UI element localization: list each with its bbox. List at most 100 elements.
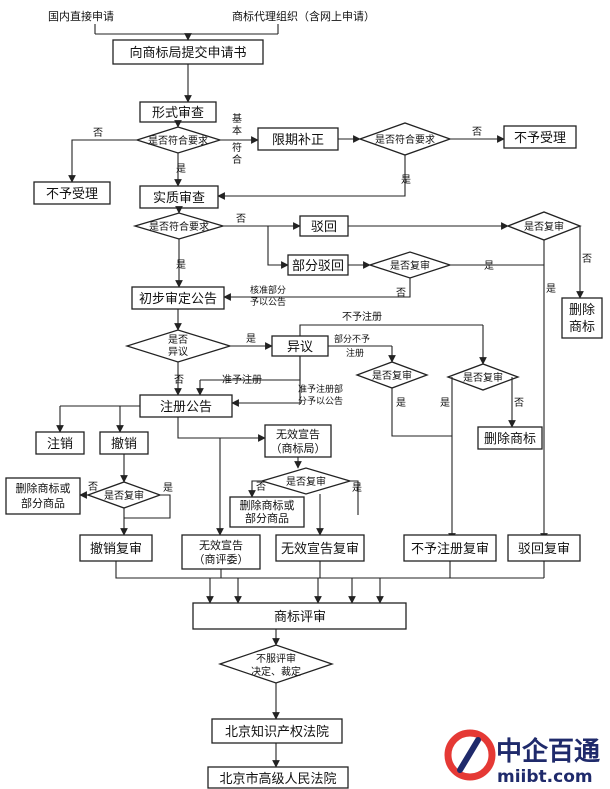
delete-partial-mid-line2: 部分商品 [245,511,289,525]
review-question-opp-a-diamond [355,361,429,389]
meets2-yes-label: 是 [401,174,411,186]
opp-b-no-label: 否 [514,397,524,409]
edge-reg-to-revoke [116,405,140,433]
basic-meet-char-3: 符 [232,141,242,154]
partial-review-no-label: 否 [396,287,406,299]
dissatisfy-decision-line2: 决定、裁定 [251,665,301,678]
delete-partial-left-box [5,477,81,515]
reject-review-text: 驳回复审 [518,542,570,557]
reject-review-yes-label: 是 [546,283,556,295]
delete-trademark-right-line1: 删除 [569,303,595,318]
dissatisfy-decision-diamond [217,644,335,684]
delete-trademark-right-line2: 商标 [569,320,595,335]
formal-review-text: 形式审查 [152,106,204,121]
edge-to-partial-reject [267,226,289,269]
revoke-review-yes-label: 是 [163,482,173,494]
edge-revoke-review-yes [124,494,171,519]
delete-partial-mid-line1: 删除商标或 [240,498,295,512]
invalid-declaration-tm-line2: （商标局） [271,441,326,455]
invalid-review-yes-label: 是 [352,482,362,494]
partial-no-label-2: 注册 [346,347,364,359]
partial-no-label-1: 部分不予 [334,333,370,345]
grant-part-label-1: 准予注册部 [298,383,343,395]
no-accept-right-text: 不予受理 [514,131,566,146]
high-court-text: 北京市高级人民法院 [219,771,336,787]
opp-yes-label: 是 [246,333,256,345]
invalid-declaration-tm-line1: 无效宣告 [276,427,320,441]
meets3-no-label: 否 [236,213,246,225]
review-question-reject-text: 是否复审 [524,220,564,233]
opp-b-yes-label: 是 [440,397,450,409]
invalid-declaration-tm-box [264,424,332,458]
delete-trademark-right-box [561,297,603,339]
reject-text: 驳回 [311,220,337,235]
review-question-opp-b-diamond [446,363,520,391]
opposition-question-line2: 异议 [168,346,188,358]
basic-meet-char-2: 本 [232,124,242,137]
edge-invalid-review-yes-a [350,480,359,515]
delete-partial-mid-box [229,496,305,528]
registration-announcement-text: 注册公告 [160,400,212,415]
opposition-question-line1: 是否 [168,334,188,346]
grant-register-label: 准予注册 [222,373,262,386]
no-register-label: 不予注册 [342,310,382,323]
preliminary-announcement-text: 初步审定公告 [139,292,217,307]
watermark-brand-url: miibt.com [497,767,593,787]
domestic-application-label: 国内直接申请 [48,9,114,23]
basic-meet-char-1: 基 [232,112,242,125]
invalid-review-no-label: 否 [256,481,266,493]
invalid-declaration-board-line1: 无效宣告 [199,538,243,552]
submit-application-box [112,39,264,65]
basic-meet-char-4: 合 [232,153,242,166]
meets3-yes-label: 是 [176,259,186,271]
approve-part-label-2: 予以公告 [250,296,286,308]
meets-requirement-2-text: 是否符合要求 [375,133,435,146]
edge-partial-review-no [223,278,411,301]
dissatisfy-decision-line1: 不服评审 [256,652,296,665]
delete-trademark-mid-box [477,426,543,450]
substantive-review-text: 实质审查 [153,191,205,206]
miibt-logo [444,729,496,781]
logo-slash-icon [457,737,481,773]
ip-court-box [211,718,343,744]
revoke-text: 撤销 [111,436,137,452]
partial-reject-text: 部分驳回 [292,259,344,274]
review-question-opp-b-text: 是否复审 [463,371,503,384]
cancel-box [35,431,85,455]
opp-a-yes-label: 是 [396,397,406,409]
watermark-brand-cn: 中企百通 [496,736,600,767]
reject-review-no-label: 否 [582,253,592,265]
invalid-declaration-board-line2: （商评委） [194,552,249,566]
no-accept-left-box [33,181,111,205]
revoke-review-no-label: 否 [88,481,98,493]
meets-requirement-1-text: 是否符合要求 [148,134,208,147]
trademark-review-box [192,602,407,630]
revoke-review-text: 撤销复审 [90,541,142,557]
delete-trademark-mid-text: 删除商标 [484,432,536,447]
review-question-opp-a-text: 是否复审 [372,369,412,382]
review-question-partial-text: 是否复审 [390,259,430,272]
partial-review-yes-label: 是 [484,260,494,272]
no-accept-left-text: 不予受理 [46,187,98,202]
delete-partial-left-line1: 删除商标或 [16,481,71,495]
revoke-review-box [79,534,153,562]
meets1-no-label: 否 [93,127,103,139]
merge-line-review [115,561,544,579]
edge-meets2-yes [217,155,406,200]
meets-requirement-3-text: 是否符合要求 [149,220,209,233]
cancel-text: 注销 [47,437,73,452]
edge-opp-a-yes [391,388,452,437]
no-register-review-text: 不予注册复审 [411,542,489,557]
correction-text: 限期补正 [272,133,324,148]
ip-court-text: 北京知识产权法院 [225,724,329,740]
submit-application-text: 向商标局提交申请书 [129,45,246,61]
no-accept-right-box [503,125,577,149]
meets1-yes-label: 是 [176,163,186,175]
delete-partial-left-line2: 部分商品 [21,496,65,510]
opposition-text: 异议 [287,340,313,355]
invalid-declaration-review-text: 无效宣告复审 [281,541,359,557]
trademark-review-text: 商标评审 [274,610,326,625]
logo-ring-icon [444,729,496,781]
